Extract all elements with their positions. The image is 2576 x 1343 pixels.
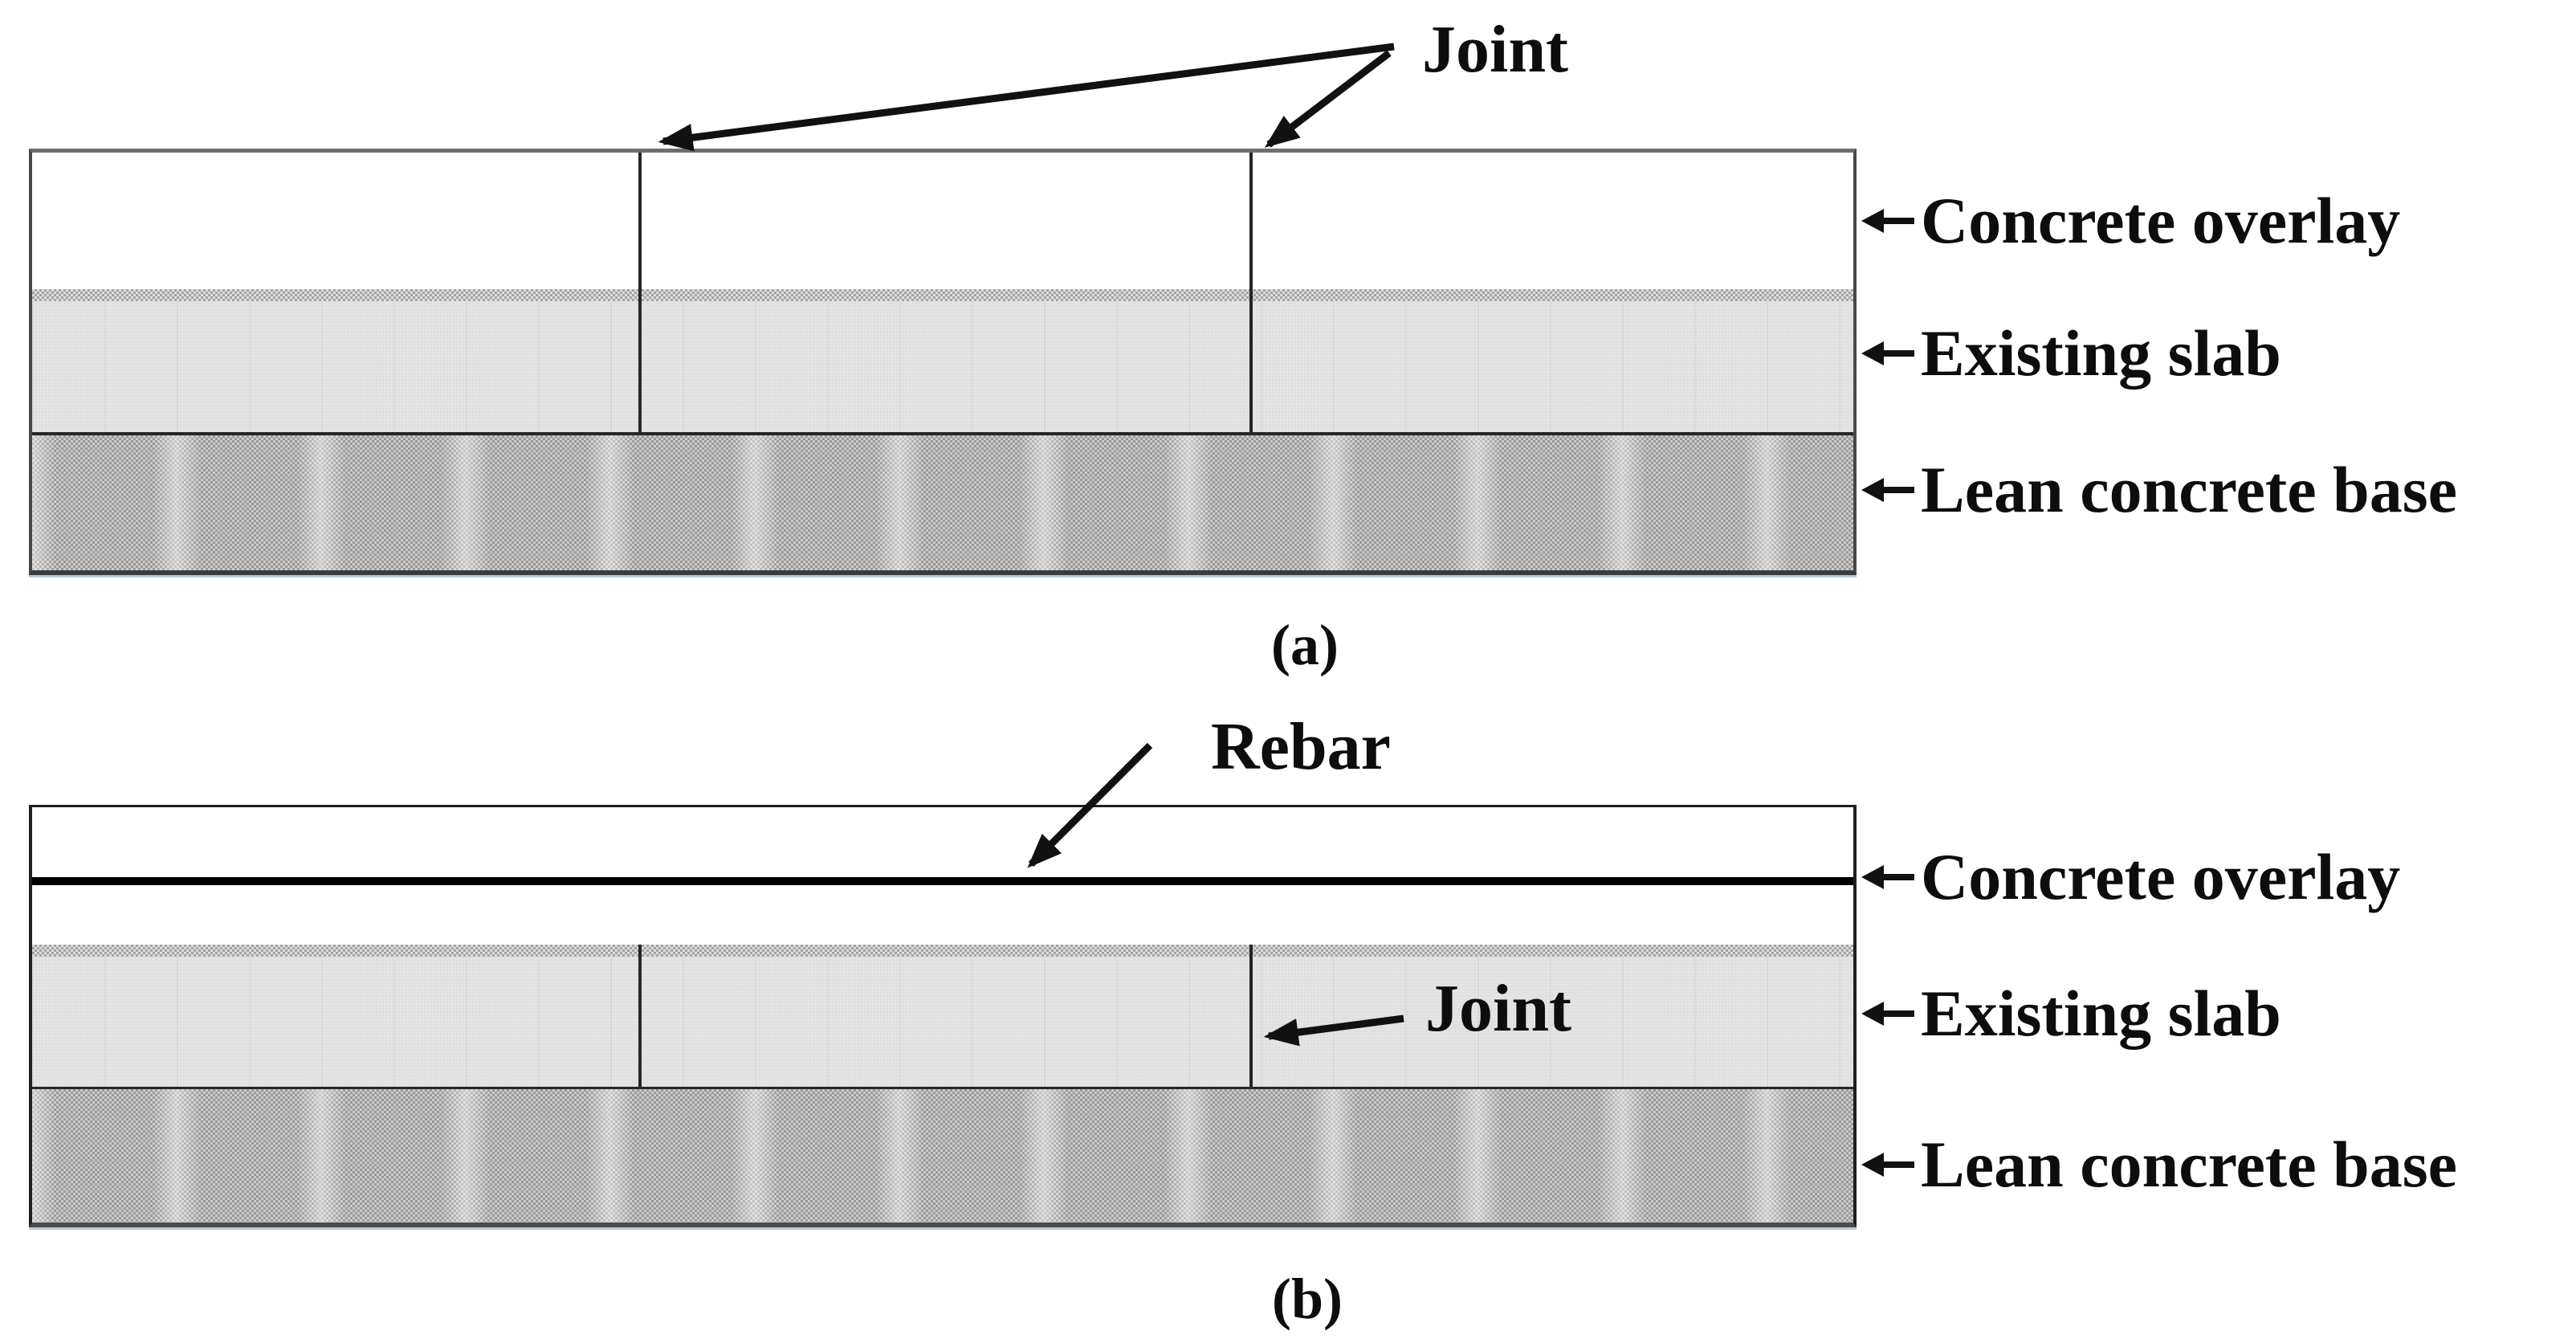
layer-label-text: Existing slab <box>1921 316 2281 390</box>
panel-b-joint-line-2 <box>1249 945 1253 1087</box>
panel-a-cross-section <box>29 149 1857 575</box>
panel-a-concrete-overlay-layer <box>32 153 1853 289</box>
panel-b-base-label: Lean concrete base <box>1861 1132 2457 1198</box>
layer-label-text: Concrete overlay <box>1921 184 2401 257</box>
left-arrow-icon <box>1861 478 1914 502</box>
joint-a-leader-arrow-2 <box>1264 50 1392 148</box>
panel-b-cross-section <box>29 805 1857 1227</box>
left-arrow-icon <box>1861 1153 1914 1177</box>
panel-a-joint-line-1 <box>638 153 642 432</box>
panel-a-caption: (a) <box>1271 613 1339 677</box>
panel-b-rebar-line <box>32 877 1853 885</box>
panel-b-joint-line-1 <box>638 945 642 1087</box>
panel-b-overlay-label: Concrete overlay <box>1861 844 2400 910</box>
panel-b-joint-annotation: Joint <box>1425 971 1572 1046</box>
panel-a-overlay-label: Concrete overlay <box>1861 188 2400 254</box>
panel-b-rebar-annotation: Rebar <box>1211 709 1391 784</box>
layer-label-text: Concrete overlay <box>1921 840 2401 913</box>
panel-a-lean-concrete-base-layer <box>32 432 1853 570</box>
layer-label-text: Lean concrete base <box>1921 453 2458 526</box>
panel-a-joint-annotation: Joint <box>1421 12 1569 87</box>
panel-b-caption: (b) <box>1272 1267 1343 1331</box>
panel-b-existing-slab-layer <box>32 945 1853 1087</box>
panel-a-base-label: Lean concrete base <box>1861 457 2457 523</box>
layer-label-text: Existing slab <box>1921 977 2281 1050</box>
panel-a-slab-label: Existing slab <box>1861 320 2281 386</box>
panel-b-lean-concrete-base-layer <box>32 1087 1853 1223</box>
left-arrow-icon <box>1861 865 1914 889</box>
joint-a-leader-arrow-1 <box>658 43 1395 152</box>
slab-texture-strip <box>32 945 1853 957</box>
left-arrow-icon <box>1861 1002 1914 1026</box>
panel-b-slab-label: Existing slab <box>1861 981 2281 1047</box>
panel-a-existing-slab-layer <box>32 289 1853 432</box>
panel-b-concrete-overlay-layer <box>32 807 1853 945</box>
left-arrow-icon <box>1861 209 1914 233</box>
left-arrow-icon <box>1861 341 1914 365</box>
layer-label-text: Lean concrete base <box>1921 1128 2458 1201</box>
slab-texture-strip <box>32 289 1853 301</box>
panel-a-joint-line-2 <box>1249 153 1253 432</box>
